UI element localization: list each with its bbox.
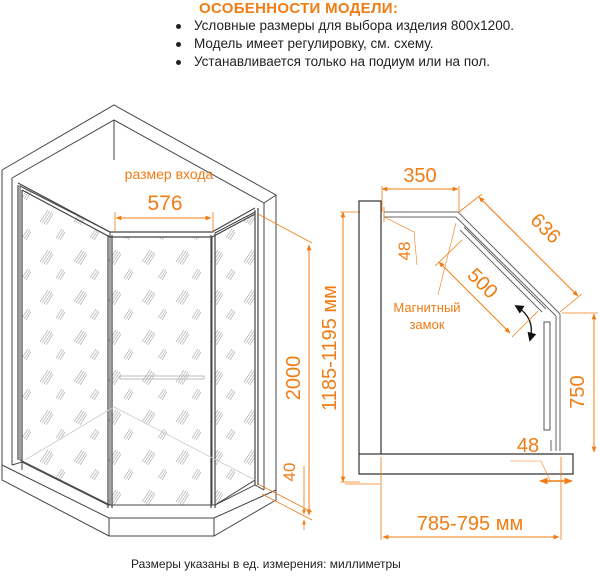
door-width-value: 500: [463, 264, 502, 303]
features-title: ОСОБЕННОСТИ МОДЕЛИ:: [199, 0, 399, 17]
tray-height-value: 40: [280, 463, 299, 482]
diagonal-length-value: 636: [526, 209, 565, 248]
plan-view: 350 48 636 500 Магнитный замок 750 48: [345, 165, 598, 540]
units-note: Размеры указаны в ед. измерения: миллиме…: [131, 557, 401, 571]
entry-size-label: размер входа: [125, 166, 214, 182]
side-depth-value: 750: [567, 375, 589, 408]
overall-width-value: 785-795 мм: [417, 513, 523, 535]
overall-depth-value: 1185-1195 мм: [319, 285, 341, 411]
height-value: 2000: [283, 356, 305, 401]
pivot-arrow-icon: [514, 305, 537, 342]
entry-width-value: 576: [147, 192, 182, 215]
feature-item: Устанавливается только на подиум или на …: [172, 53, 514, 71]
magnet-label-line2: замок: [409, 317, 444, 332]
bottom-profile-value: 48: [517, 435, 539, 457]
side-panel-width-value: 350: [403, 165, 436, 187]
top-profile-value: 48: [395, 242, 414, 261]
door-handle: [119, 375, 205, 380]
feature-item: Модель имеет регулировку, см. схему.: [172, 35, 514, 53]
features-list: Условные размеры для выбора изделия 800x…: [172, 17, 514, 71]
feature-item: Условные размеры для выбора изделия 800x…: [172, 17, 514, 35]
magnet-label-line1: Магнитный: [393, 300, 460, 315]
perspective-view: размер входа 576 2000 40 1185-1195 мм: [1, 104, 360, 537]
